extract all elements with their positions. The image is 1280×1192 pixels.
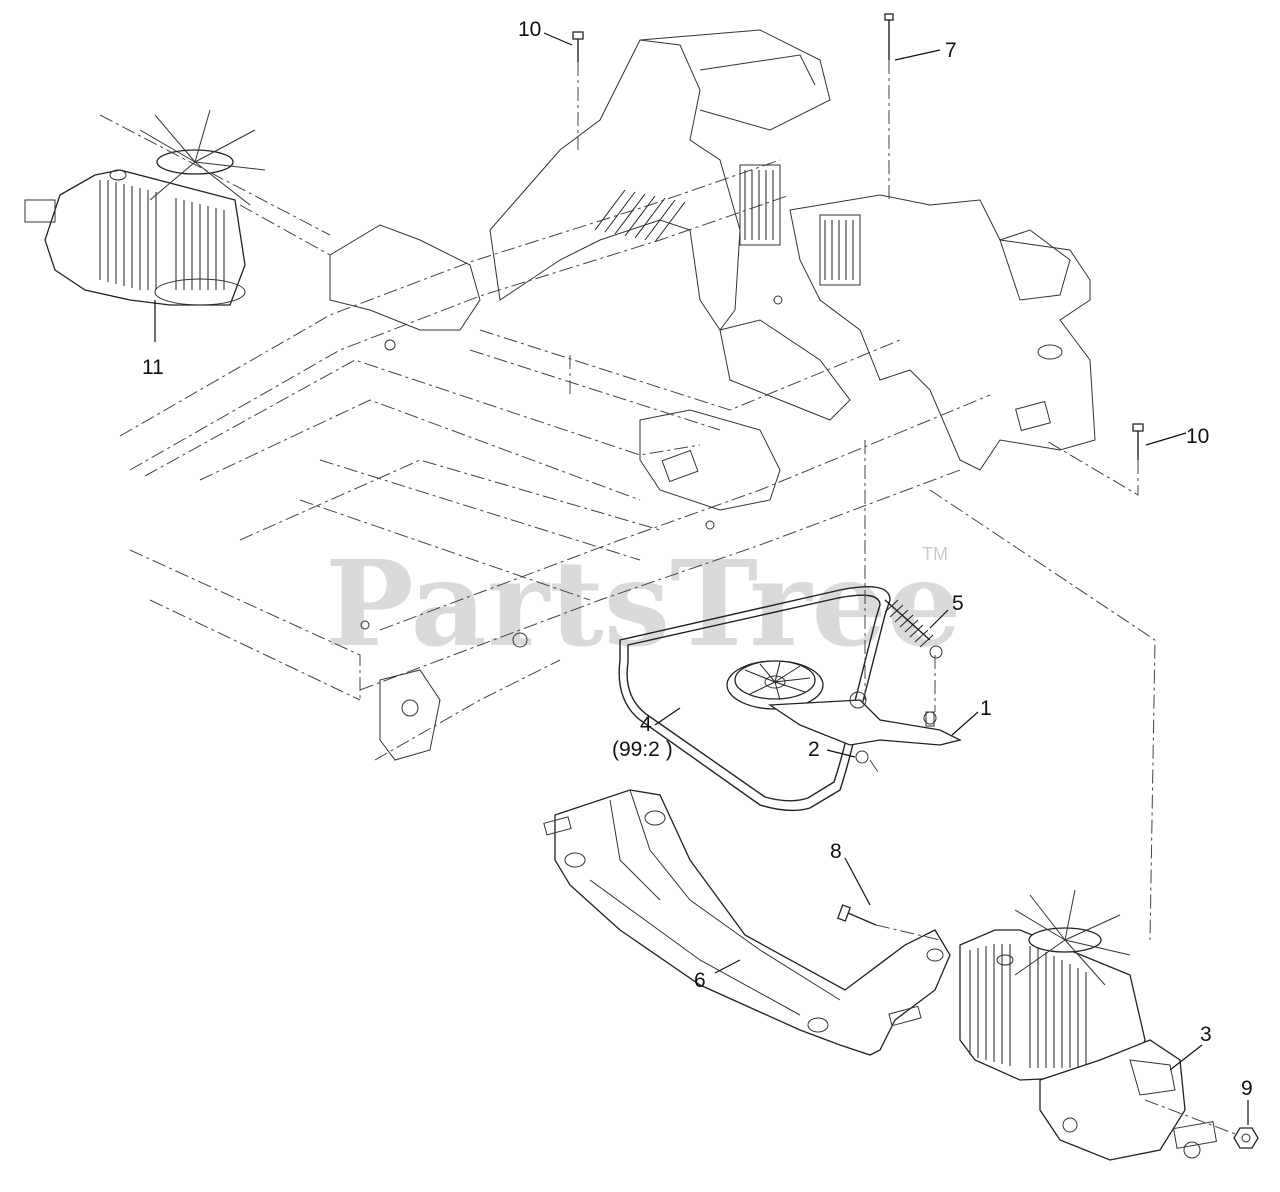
- callout-6: 6: [694, 969, 706, 992]
- callout-8: 8: [830, 840, 842, 863]
- bolt-7: [884, 13, 894, 200]
- watermark-text: PartsTree: [325, 534, 962, 673]
- hydro-transmission-right: [959, 889, 1259, 1161]
- watermark-trademark: TM: [922, 544, 948, 564]
- bolt-8: [837, 904, 941, 941]
- callout-2: 2: [808, 738, 820, 761]
- callout-labels: 10 7 11 10 5 1 2 4 (99:2 ) 8 6 3 9: [142, 18, 1253, 1100]
- callout-4: 4: [640, 713, 652, 736]
- bolt-10-top: [569, 31, 584, 395]
- callout-4-quantity: (99:2 ): [612, 738, 673, 761]
- callout-10-right: 10: [1186, 425, 1209, 448]
- callout-10-top: 10: [518, 18, 541, 41]
- callout-7: 7: [945, 39, 957, 62]
- deck-bracket: [543, 789, 951, 1056]
- hydro-transmission-left: [24, 109, 266, 306]
- bolt-10-right: [1044, 423, 1144, 496]
- alignment-lines: [99, 114, 1239, 1136]
- callout-11: 11: [142, 356, 164, 379]
- callout-1: 1: [980, 697, 992, 720]
- callout-5: 5: [952, 592, 964, 615]
- drive-belt: [618, 585, 891, 812]
- callout-9: 9: [1241, 1077, 1253, 1100]
- idler-assembly: [726, 599, 962, 764]
- main-frame: [119, 29, 1096, 761]
- callout-leaders: [154, 32, 1249, 1125]
- callout-3: 3: [1200, 1023, 1212, 1046]
